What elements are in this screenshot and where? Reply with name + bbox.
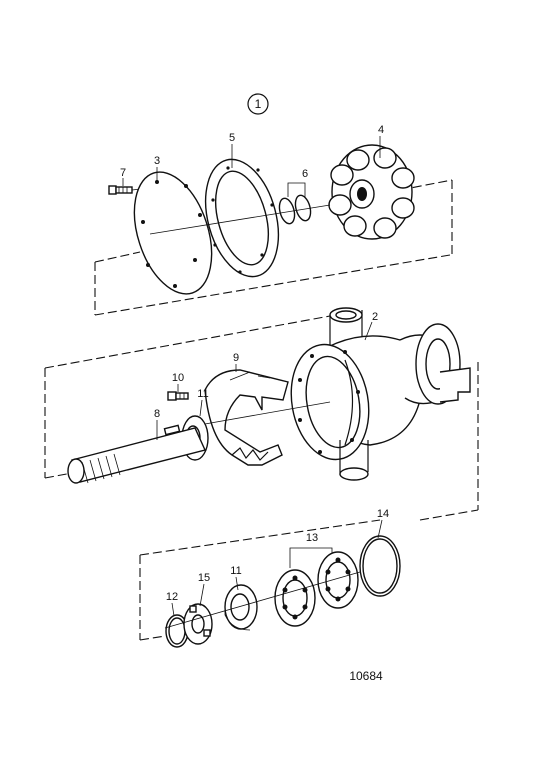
group-marker-label: 1	[255, 97, 262, 111]
group-marker: 1	[247, 93, 269, 115]
callout-15: 15	[198, 572, 210, 584]
part-o-rings-6	[278, 194, 312, 225]
callout-14: 14	[377, 508, 389, 520]
callout-10: 10	[172, 372, 184, 384]
callout-8: 8	[154, 408, 160, 420]
part-cover-3	[133, 171, 213, 295]
part-shaft-8	[67, 424, 206, 484]
callout-5: 5	[229, 132, 235, 144]
middle-axis-line	[204, 401, 331, 425]
part-seal-11-bottom	[224, 584, 258, 631]
part-gasket-5	[204, 158, 280, 278]
top-axis-line	[149, 204, 331, 235]
part-circlip-14	[359, 535, 401, 597]
callout-labels: 7 3 5 6 4 2 9 10 11 8 13 14 11 15 12	[120, 124, 389, 603]
part-stud-10	[167, 391, 189, 401]
callout-7: 7	[120, 167, 126, 179]
callout-6: 6	[302, 168, 308, 180]
drawing-number: 10684	[349, 669, 383, 683]
callout-12: 12	[166, 591, 178, 603]
callout-2: 2	[372, 311, 378, 323]
callout-3: 3	[154, 155, 160, 167]
callout-11-middle: 11	[197, 388, 208, 400]
callout-9: 9	[233, 352, 239, 364]
part-wear-plate-9	[204, 369, 289, 466]
part-bearings-13	[274, 551, 359, 627]
part-nut-15	[183, 603, 213, 645]
leader-lines	[122, 136, 383, 617]
callout-11-bottom: 11	[230, 565, 241, 577]
bottom-axis-line	[164, 571, 361, 629]
bottom-assembly-frame	[139, 519, 381, 641]
callout-4: 4	[378, 124, 384, 136]
part-pump-housing-2	[290, 307, 471, 481]
part-impeller-4	[328, 144, 415, 240]
callout-13: 13	[306, 532, 318, 544]
